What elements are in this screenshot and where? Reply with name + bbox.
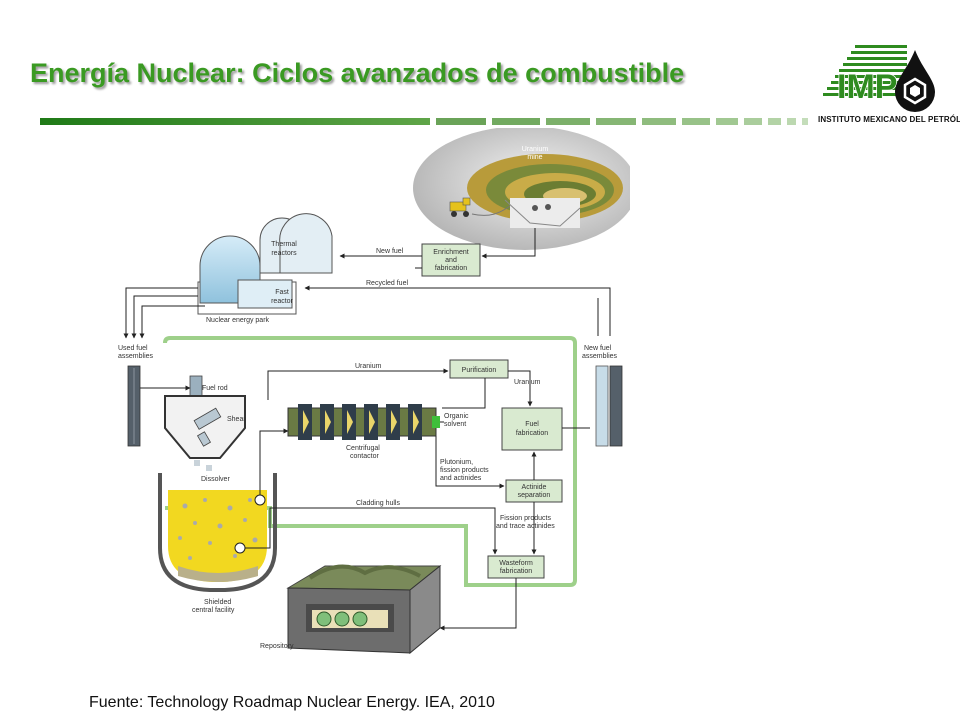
purification-box: Purification <box>449 359 509 379</box>
label-centrifugal-2: contactor <box>350 453 379 460</box>
shear-assembly <box>164 375 246 471</box>
label-fuel-rod: Fuel rod <box>202 385 228 392</box>
label-thermal-1: Thermal <box>271 241 297 248</box>
title-underline-bar <box>40 118 808 125</box>
label-fuel-fab-1: Fuel <box>525 421 539 428</box>
label-new-fuel-asm-2: assemblies <box>582 353 618 360</box>
label-uranium-mine-1: Uranium <box>522 146 549 153</box>
label-shielded-1: Shielded <box>204 599 231 606</box>
slide-title: Energía Nuclear: Ciclos avanzados de com… <box>30 58 685 88</box>
label-thermal-2: reactors <box>271 250 297 257</box>
centrifugal-contactor <box>287 404 440 440</box>
uranium-mine: Uranium mine <box>413 128 630 250</box>
imp-logo: IMP <box>815 42 955 127</box>
source-citation: Fuente: Technology Roadmap Nuclear Energ… <box>89 694 495 711</box>
label-centrifugal-1: Centrifugal <box>346 445 380 452</box>
logo-stripes <box>823 45 907 96</box>
label-new-fuel: New fuel <box>376 248 404 255</box>
label-nuclear-park: Nuclear energy park <box>206 317 270 324</box>
nuclear-energy-park: Thermal reactors Fast reactor Nuclear en… <box>197 213 333 324</box>
label-fast-2: reactor <box>271 298 293 305</box>
wasteform-fabrication-box: Wasteform fabrication <box>487 555 545 579</box>
label-shear: Shear <box>227 416 246 423</box>
label-plutonium-1: Plutonium, <box>440 459 473 466</box>
label-actinide-2: separation <box>518 492 551 499</box>
repository <box>286 564 442 655</box>
label-recycled-fuel: Recycled fuel <box>366 280 408 287</box>
label-cladding: Cladding hulls <box>356 500 400 507</box>
fuel-assembly-new <box>595 365 623 447</box>
process-flow-arrows <box>245 368 590 631</box>
fuel-assembly-used <box>127 365 141 447</box>
label-fission-2: and trace actinides <box>496 523 555 530</box>
label-dissolver: Dissolver <box>201 476 230 483</box>
actinide-separation-box: Actinide separation <box>505 479 563 503</box>
label-plutonium-2: fission products <box>440 467 489 474</box>
label-fission-1: Fission products <box>500 515 551 522</box>
label-enrichment-2: and <box>445 257 457 264</box>
label-shielded-2: central facility <box>192 607 235 614</box>
logo-letters: IMP <box>837 68 897 106</box>
label-fuel-fab-2: fabrication <box>516 430 548 437</box>
label-used-fuel-1: Used fuel <box>118 345 148 352</box>
dissolver-vessel <box>158 473 277 592</box>
shielded-facility-loop <box>163 336 577 587</box>
fuel-cycle-diagram: Uranium mine Thermal reactors Fast react… <box>118 128 630 655</box>
label-used-fuel-2: assemblies <box>118 353 154 360</box>
label-wasteform-1: Wasteform <box>499 560 533 567</box>
top-flow-arrows <box>123 228 611 339</box>
fuel-fabrication-box: Fuel fabrication <box>501 407 563 451</box>
label-new-fuel-asm-1: New fuel <box>584 345 612 352</box>
enrichment-box: Enrichment and fabrication <box>421 243 481 277</box>
label-organic-2: solvent <box>444 421 466 428</box>
logo-caption: INSTITUTO MEXICANO DEL PETRÓLEO <box>818 115 960 124</box>
label-enrichment-1: Enrichment <box>433 249 468 256</box>
label-wasteform-2: fabrication <box>500 568 532 575</box>
label-plutonium-3: and actinides <box>440 475 482 482</box>
label-repository: Repository <box>260 643 294 650</box>
mining-truck-icon <box>449 197 471 217</box>
label-purification: Purification <box>462 367 497 374</box>
label-fast-1: Fast <box>275 289 289 296</box>
label-enrichment-3: fabrication <box>435 265 467 272</box>
label-organic-1: Organic <box>444 413 469 420</box>
label-actinide-1: Actinide <box>522 484 547 491</box>
label-uranium-mine-2: mine <box>527 154 542 161</box>
label-uranium-right: Uranium <box>514 379 541 386</box>
label-uranium-top: Uranium <box>355 363 382 370</box>
